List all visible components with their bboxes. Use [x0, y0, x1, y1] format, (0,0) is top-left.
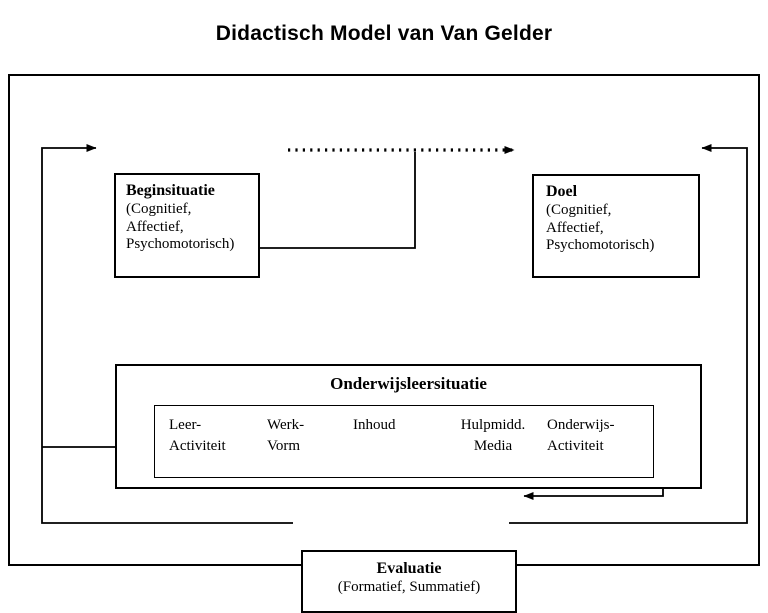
diagram-frame: Beginsituatie (Cognitief, Affectief, Psy…: [8, 74, 760, 613]
component-onderwijsactiviteit-line-2: Activiteit: [547, 437, 604, 454]
component-leeractiviteit-line-1: Leer-: [169, 417, 202, 433]
doel-line-1: (Cognitief,: [546, 201, 612, 218]
component-onderwijsactiviteit: Onderwijs- Activiteit: [547, 415, 615, 456]
node-evaluatie[interactable]: Evaluatie (Formatief, Summatief): [301, 550, 517, 613]
beginsituatie-line-1: (Cognitief,: [126, 200, 192, 217]
onderwijsleersituatie-components-box: Leer- Activiteit Werk- Vorm Inhoud Hulpm…: [154, 405, 654, 478]
component-werkvorm-line-1: Werk-: [267, 417, 305, 433]
evaluatie-title: Evaluatie: [376, 560, 442, 577]
node-beginsituatie[interactable]: Beginsituatie (Cognitief, Affectief, Psy…: [114, 173, 260, 278]
component-werkvorm: Werk- Vorm: [267, 415, 304, 456]
beginsituatie-title: Beginsituatie: [126, 182, 215, 199]
onderwijsleersituatie-heading: Onderwijsleersituatie: [330, 374, 487, 393]
component-hulpmiddelen-media: Hulpmidd. Media: [445, 415, 541, 456]
node-onderwijsleersituatie[interactable]: Onderwijsleersituatie Leer- Activiteit W…: [115, 364, 702, 489]
doel-title: Doel: [546, 183, 578, 200]
component-inhoud: Inhoud: [353, 415, 396, 436]
component-leeractiviteit-line-2: Activiteit: [169, 437, 226, 454]
component-werkvorm-line-2: Vorm: [267, 437, 301, 454]
component-onderwijsactiviteit-line-1: Onderwijs-: [547, 417, 615, 433]
beginsituatie-line-2: Affectief,: [126, 218, 184, 235]
page-title: Didactisch Model van Van Gelder: [215, 22, 553, 45]
component-hulpmiddelen-media-line-1: Hulpmidd.: [460, 417, 526, 433]
connector-layer: [41, 144, 748, 524]
component-inhoud-line-1: Inhoud: [353, 417, 396, 433]
component-leeractiviteit: Leer- Activiteit: [169, 415, 226, 456]
beginsituatie-line-3: Psychomotorisch): [126, 236, 235, 253]
doel-line-3: Psychomotorisch): [546, 237, 655, 254]
component-hulpmiddelen-media-line-2: Media: [473, 437, 513, 454]
evaluatie-subtitle: (Formatief, Summatief): [337, 578, 481, 595]
doel-line-2: Affectief,: [546, 219, 604, 236]
node-doel[interactable]: Doel (Cognitief, Affectief, Psychomotori…: [532, 174, 700, 278]
